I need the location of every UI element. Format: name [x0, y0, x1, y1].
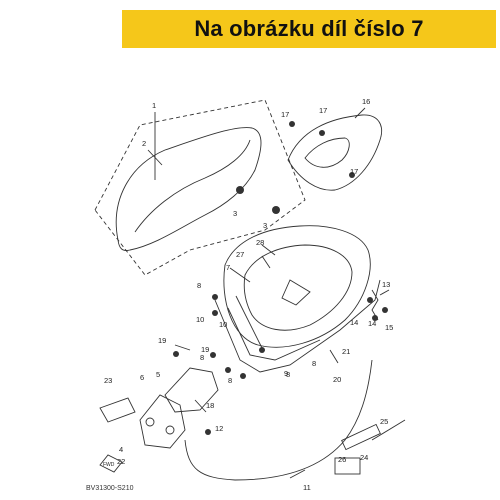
- seat-part: [115, 127, 262, 251]
- frame-part-7: [214, 279, 381, 373]
- rear-fender: [164, 367, 219, 413]
- callout-22: 22: [117, 457, 125, 466]
- callout-25: 25: [380, 417, 388, 426]
- callout-14: 14: [350, 318, 358, 327]
- callout-23: 23: [104, 376, 112, 385]
- diagram-code: BV31300-S210: [86, 485, 134, 492]
- callout-10: 10: [196, 315, 204, 324]
- callout-24: 24: [360, 453, 368, 462]
- callout-13: 13: [382, 280, 390, 289]
- bracket-part: [139, 394, 186, 449]
- callout-9: 9: [284, 369, 288, 378]
- callout-8: 8: [197, 281, 201, 290]
- callout-8: 8: [286, 370, 290, 379]
- callout-27: 27: [236, 250, 244, 259]
- callout-5: 5: [156, 370, 160, 379]
- callout-8: 8: [200, 353, 204, 362]
- callout-7: 7: [226, 263, 230, 272]
- callout-15: 15: [385, 323, 393, 332]
- callout-6: 6: [140, 373, 144, 382]
- callout-19: 19: [201, 345, 209, 354]
- callout-12: 12: [215, 424, 223, 433]
- fwd-label: FWD: [103, 462, 115, 468]
- callout-21: 21: [342, 347, 350, 356]
- callout-8: 8: [228, 376, 232, 385]
- callout-16: 16: [362, 97, 370, 106]
- callout-18: 18: [206, 401, 214, 410]
- banner: Na obrázku díl číslo 7: [122, 10, 496, 48]
- hook-part-22: [99, 397, 136, 423]
- callout-1: 1: [152, 101, 156, 110]
- callout-20: 20: [333, 375, 341, 384]
- callout-17: 17: [350, 167, 358, 176]
- callout-3: 3: [263, 221, 267, 230]
- tail-cover: [287, 114, 382, 191]
- manual-26: [334, 457, 361, 475]
- banner-text: Na obrázku díl číslo 7: [194, 16, 424, 41]
- callout-17: 17: [281, 110, 289, 119]
- seat-inner-line: [134, 139, 251, 233]
- fwd-arrow-icon: FWD: [99, 454, 123, 473]
- callout-4: 4: [119, 445, 123, 454]
- callout-26: 26: [338, 455, 346, 464]
- tool-25: [371, 419, 406, 441]
- storage-bin: [223, 225, 371, 348]
- seat-dashed-outline: [94, 99, 306, 276]
- callout-11: 11: [303, 483, 311, 492]
- callout-10: 10: [219, 320, 227, 329]
- callout-19: 19: [158, 336, 166, 345]
- callout-14: 14: [368, 319, 376, 328]
- seat-cable: [184, 359, 373, 481]
- callout-28: 28: [256, 238, 264, 247]
- callout-8: 8: [312, 359, 316, 368]
- callout-3: 3: [233, 209, 237, 218]
- callout-2: 2: [142, 139, 146, 148]
- callout-17: 17: [319, 106, 327, 115]
- tool-24: [341, 423, 381, 451]
